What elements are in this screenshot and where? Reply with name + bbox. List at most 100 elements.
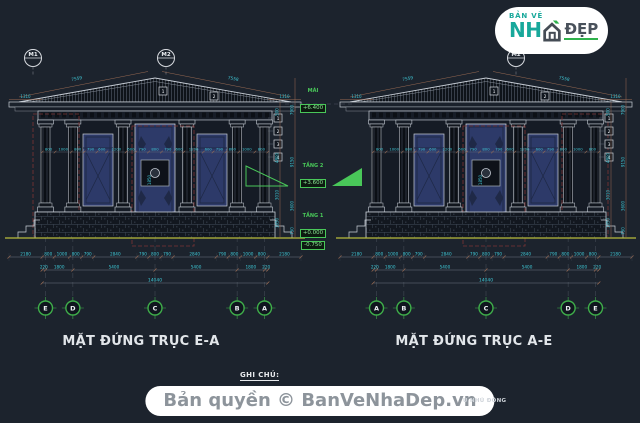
- dim-text: 3600: [620, 200, 625, 211]
- dim-text: 1310: [279, 94, 290, 99]
- axis-bubble: C: [475, 297, 497, 319]
- column: [368, 119, 385, 213]
- dim-text: 800: [151, 147, 159, 152]
- dim-text: 800: [44, 251, 52, 256]
- dim-text: 600: [506, 147, 514, 152]
- callout-box: [462, 125, 526, 247]
- detail-box-label: 2: [277, 129, 280, 135]
- dim-text: 7558: [227, 75, 239, 83]
- axis-bubble: C: [144, 297, 166, 319]
- dim-text: 800: [230, 251, 238, 256]
- detail-box-label: 4: [608, 155, 611, 161]
- level-marker-roof: MÁI +6.400: [294, 88, 332, 113]
- dim-text: 790: [494, 251, 502, 256]
- roof: [8, 77, 302, 112]
- dim-text: 790: [87, 147, 95, 152]
- dim-text: 2840: [189, 251, 200, 256]
- dim-text: 1000: [58, 147, 68, 152]
- dim-text: 800: [376, 147, 384, 152]
- axis-letter: D: [565, 304, 571, 312]
- dim-text: 3600: [289, 200, 294, 211]
- column: [37, 119, 54, 213]
- level-value: +6.400: [299, 104, 327, 113]
- level-marker-plinth: -0.750: [294, 231, 332, 250]
- detail-box: [489, 86, 499, 96]
- level-name: TẦNG 2: [302, 163, 324, 169]
- dim-text: 4800: [605, 152, 610, 163]
- dim-text: 9150: [620, 156, 625, 167]
- main-door: [134, 123, 176, 213]
- dim-text: 800: [403, 251, 411, 256]
- level-marker-floor2: TẦNG 2 +3.600: [294, 163, 332, 188]
- dim-text: 1200: [443, 147, 453, 152]
- axis-bubble: D: [557, 297, 580, 319]
- dim-text: 1000: [388, 251, 399, 256]
- axis-letter: C: [153, 304, 158, 312]
- dim-text: 220: [262, 265, 270, 270]
- axis-letter: B: [401, 304, 406, 312]
- dim-text: 600: [429, 147, 437, 152]
- dim-text: 7559: [71, 75, 83, 83]
- dim-text: 1000: [57, 251, 68, 256]
- detail-box-label: 3: [608, 142, 611, 148]
- house-icon: [541, 20, 563, 42]
- dim-text: 790: [218, 251, 226, 256]
- axis-bubble: B: [392, 297, 415, 319]
- copyright-banner-link[interactable]: Bản quyền © BanVeNhaDep.vn: [145, 386, 495, 416]
- dim-text: 3010: [605, 189, 610, 200]
- window: [82, 133, 114, 207]
- dim-text: 1000: [242, 147, 252, 152]
- dim-text: 790: [415, 251, 423, 256]
- elevation-title-left: MẶT ĐỨNG TRỤC E-A: [62, 334, 220, 349]
- dim-text: 5400: [109, 265, 120, 270]
- dim-text: 800: [45, 147, 53, 152]
- detail-box-label: 1: [162, 89, 165, 95]
- dim-text: 7558: [558, 75, 570, 83]
- dim-text: 600: [458, 147, 466, 152]
- section-marker: M1: [24, 49, 42, 76]
- dim-text: 2180: [20, 251, 31, 256]
- logo-tagline: BẢN VẼ: [509, 12, 544, 20]
- logo-name-prefix: NH: [509, 18, 542, 42]
- detail-box-label: 2: [544, 94, 547, 100]
- window: [196, 133, 228, 207]
- elevation-drawing-left: 1850165075597558131013108001000800790600…: [5, 49, 305, 319]
- column: [178, 119, 196, 213]
- dim-text: 3010: [274, 189, 279, 200]
- axis-letter: B: [235, 304, 240, 312]
- dim-text: 220: [371, 265, 379, 270]
- dim-text: 790: [470, 251, 478, 256]
- callout-box: [131, 125, 195, 247]
- dim-text: 2180: [610, 251, 621, 256]
- detail-box-label: 2: [608, 129, 611, 135]
- dim-text: 9150: [289, 156, 294, 167]
- dim-text: 14040: [479, 277, 493, 283]
- dim-text: 1650: [605, 217, 610, 228]
- column: [587, 119, 604, 213]
- level-name: TẦNG 1: [302, 213, 324, 219]
- section-marker: M2: [157, 49, 175, 76]
- dim-text: 800: [482, 147, 490, 152]
- window: [413, 133, 445, 207]
- dim-text: 750: [620, 227, 625, 235]
- axis-bubble: D: [61, 297, 84, 319]
- axis-bubble: B: [226, 297, 249, 319]
- dim-text: 2840: [520, 251, 531, 256]
- axis-letter: C: [484, 304, 489, 312]
- detail-box: [209, 91, 219, 101]
- dim-text: 790: [84, 251, 92, 256]
- dim-text: 790: [547, 147, 555, 152]
- axis-letter: E: [593, 304, 597, 312]
- dim-text: 1850: [478, 174, 483, 185]
- dim-text: 800: [560, 147, 568, 152]
- level-value: -0.750: [301, 241, 325, 250]
- project-side-text: U NHÚ ĐÔNG: [463, 398, 507, 404]
- column: [509, 119, 527, 213]
- dim-text: 600: [175, 147, 183, 152]
- level-value: +3.600: [299, 179, 327, 188]
- dim-text: 800: [74, 147, 82, 152]
